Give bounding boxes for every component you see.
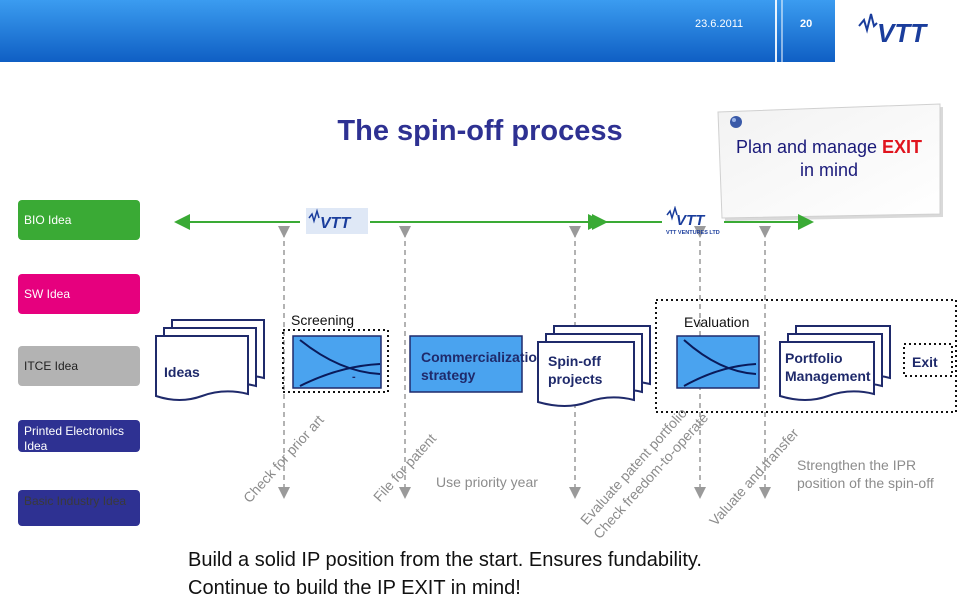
spinoff-line2: projects [548,371,603,387]
screening-label: Screening [291,312,355,328]
exit-label: Exit [912,354,938,370]
footer-line2: Continue to build the IP EXIT in mind! [188,577,521,599]
vtt-ventures-logo: VTT VTT VENTURES LTD [664,206,722,236]
sticky-line1-prefix: Plan and manage [735,137,883,157]
page-title: The spin-off process [337,115,623,147]
commercialization-line1: Commercializatio [421,349,537,365]
footer-line1: Build a solid IP position from the start… [188,549,702,571]
sticky-note-text: Plan and manage EXIT in mind [718,136,940,182]
commercialization-line2: strategy [421,367,476,383]
idea-basic-industry-button[interactable]: Basic Industry Idea [18,490,140,526]
vtt-inline-logo-text: VTT [320,215,351,232]
vtt-ventures-logo-text: VTT [676,212,706,229]
strengthen-line1: Strengthen the IPR [797,457,917,473]
strengthen-line2: position of the spin-off [797,475,934,491]
header-bar [0,0,960,62]
portfolio-label: Portfolio Management [785,349,871,385]
vtt-logo-text: VTT [877,18,928,48]
sticky-line1-emphasis: EXIT [882,137,923,157]
vtt-logo: VTT [855,8,950,48]
header-date: 23.6.2011 [695,18,744,30]
evaluation-label: Evaluation [684,314,750,330]
ideas-label: Ideas [164,364,200,380]
strengthen-ipr-label: Strengthen the IPR position of the spin-… [797,456,934,492]
use-priority-year-label: Use priority year [436,474,538,490]
vtt-ventures-caption: VTT VENTURES LTD [666,230,720,236]
vtt-inline-logo: VTT [306,208,368,234]
idea-bio-button[interactable]: BIO Idea [18,200,140,240]
screen-symbol: - [352,371,356,383]
header-page-number: 20 [800,18,813,30]
idea-printed-electronics-button[interactable]: Printed Electronics Idea [18,420,140,453]
portfolio-line2: Management [785,368,871,384]
spinoff-label: Spin-off projects [548,352,602,388]
sticky-line2: in mind [799,160,859,180]
idea-sw-button[interactable]: SW Idea [18,274,140,314]
portfolio-line1: Portfolio [785,350,843,366]
idea-itce-button[interactable]: ITCE Idea [18,346,140,386]
spinoff-line1: Spin-off [548,353,601,369]
commercialization-label: Commercializatio strategy [421,348,537,384]
